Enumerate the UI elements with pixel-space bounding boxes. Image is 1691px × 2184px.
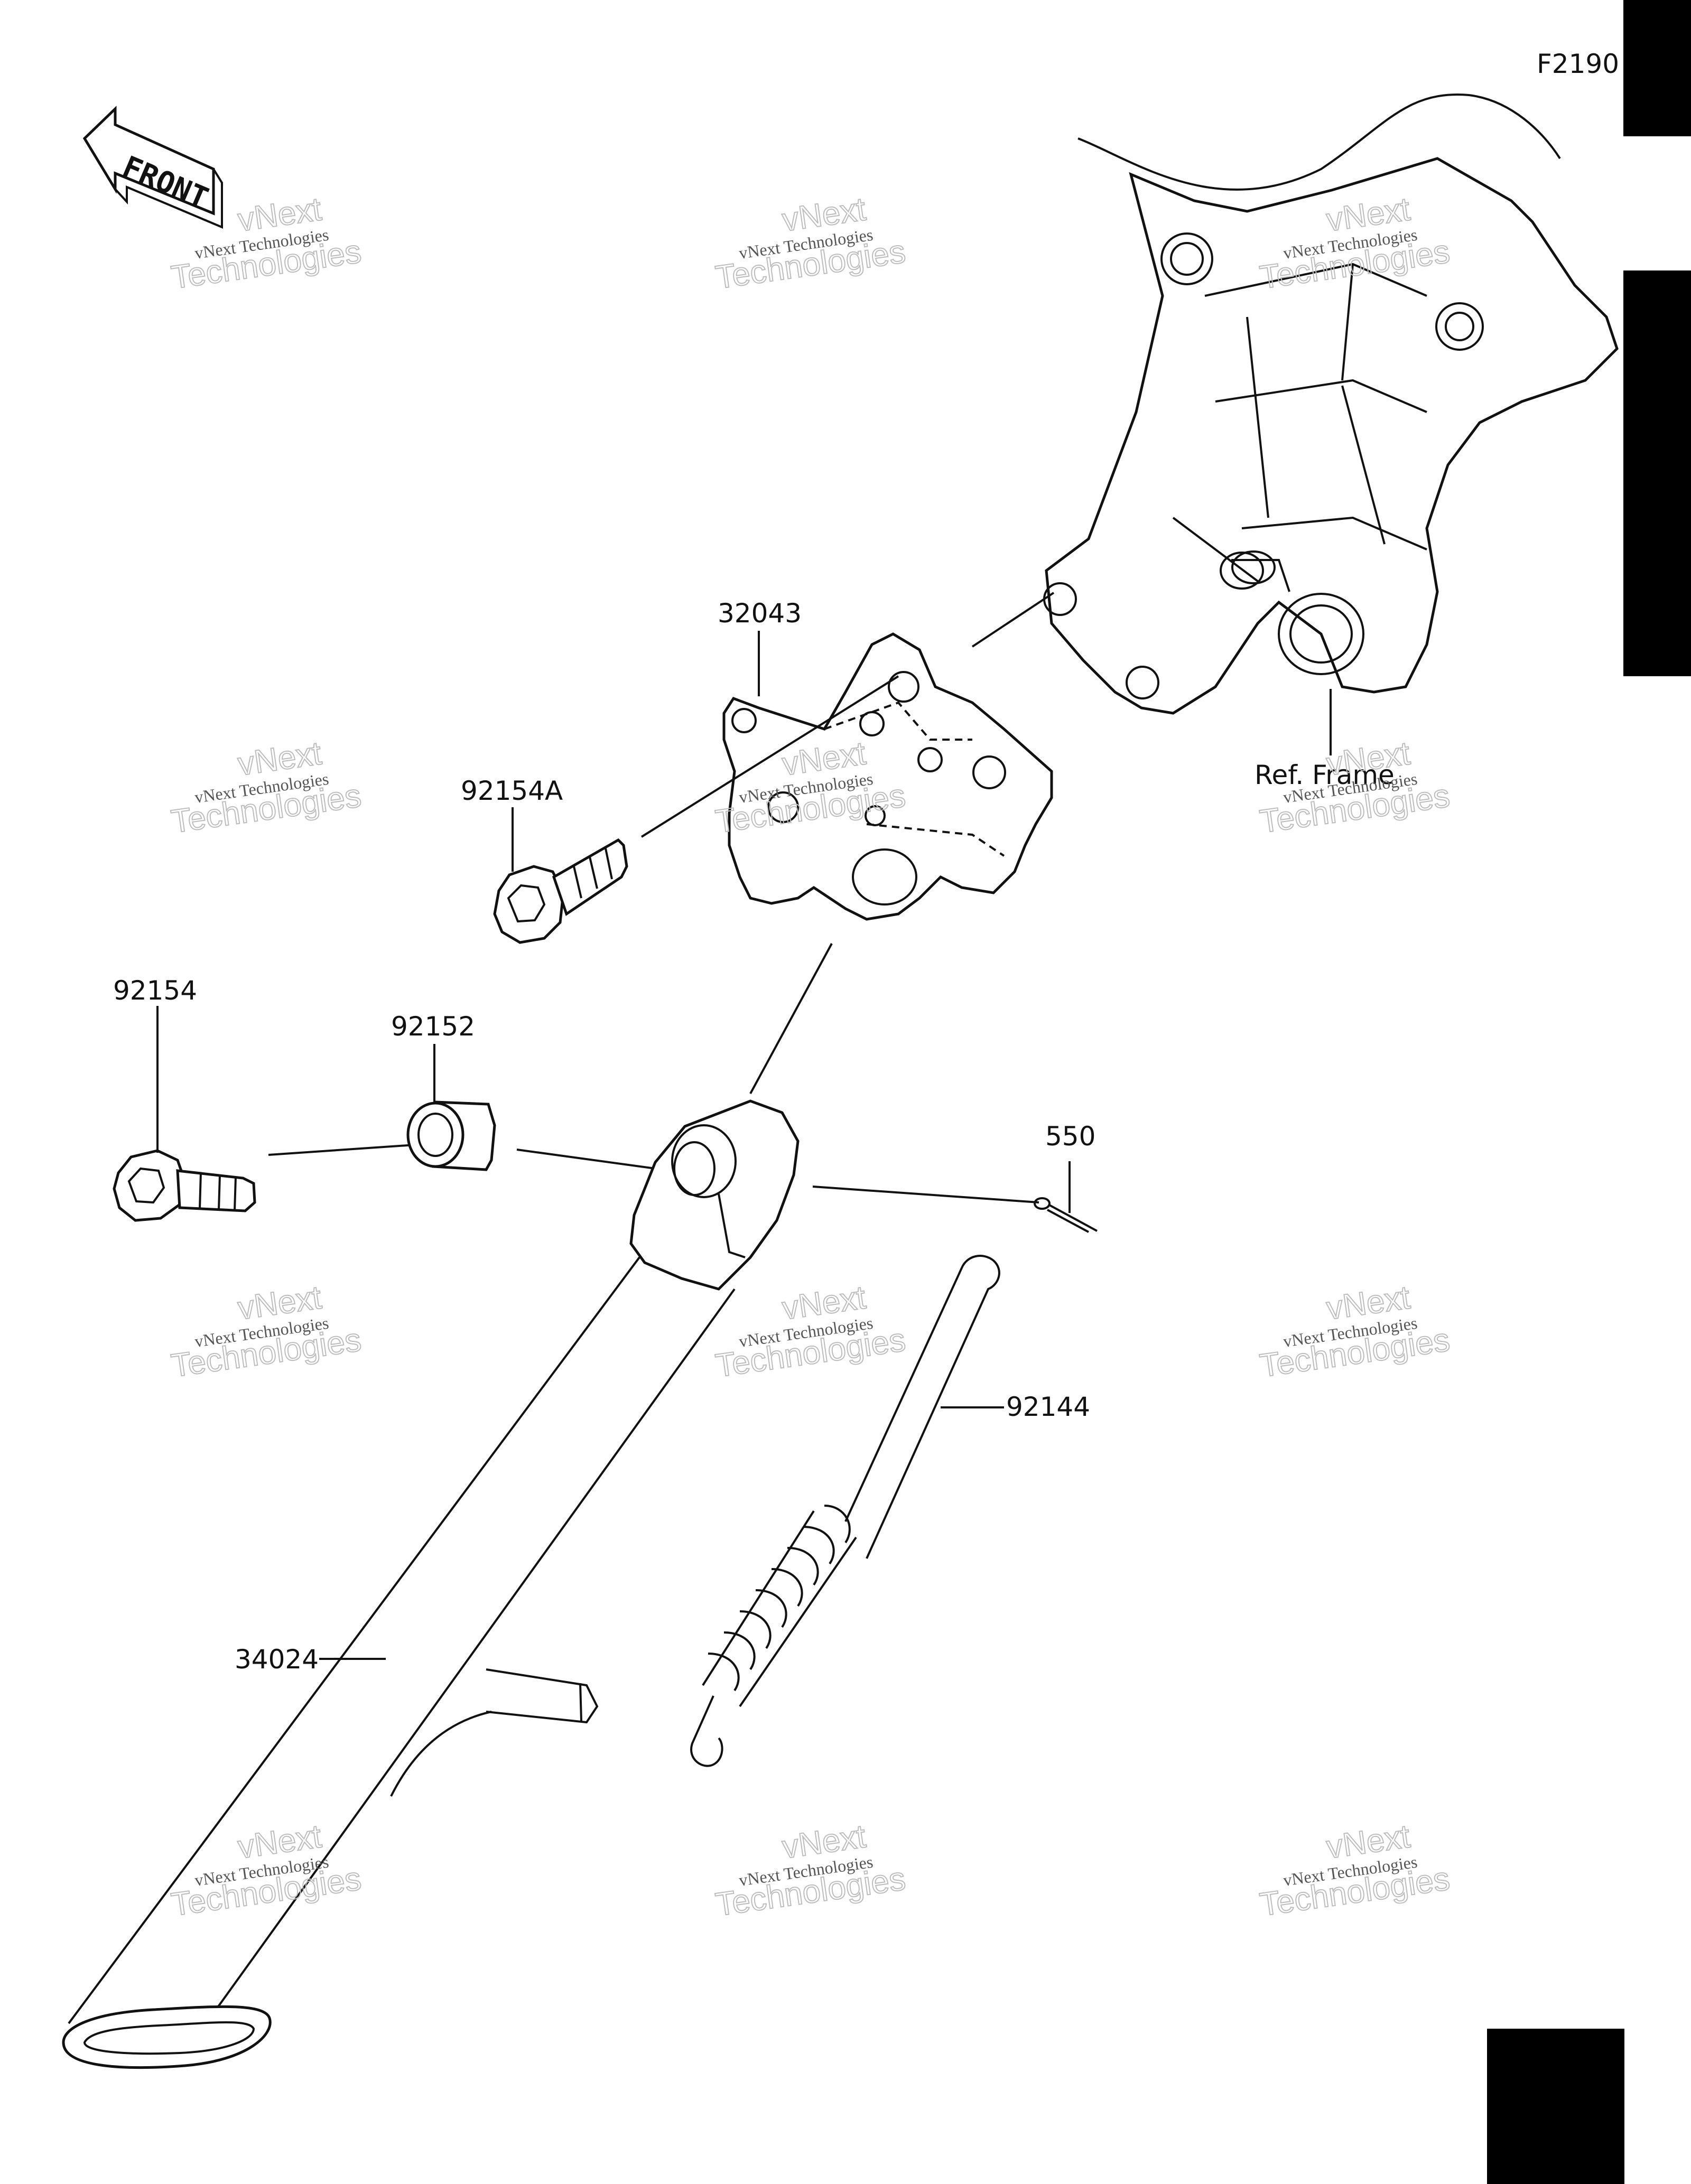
part-label-ref-frame: Ref. Frame bbox=[1255, 760, 1395, 790]
bolt-92154a-drawing bbox=[493, 838, 628, 944]
bolt-92154-drawing bbox=[113, 1149, 256, 1222]
assembly-line-bracket-frame bbox=[971, 592, 1055, 648]
index-tab-top bbox=[1623, 0, 1691, 136]
part-label-92154: 92154 bbox=[113, 975, 197, 1006]
part-label-550: 550 bbox=[1045, 1121, 1095, 1152]
ref-frame-drawing bbox=[1043, 94, 1619, 715]
part-label-92154a: 92154A bbox=[461, 776, 563, 806]
side-stand-34024-drawing bbox=[62, 1099, 800, 2069]
front-arrow-icon: FRONT bbox=[82, 106, 223, 229]
assembly-line-bolt-bracket bbox=[640, 675, 899, 838]
assembly-line-bracket-stand bbox=[749, 943, 833, 1094]
assembly-line-92154-collar bbox=[268, 1143, 423, 1156]
part-label-32043: 32043 bbox=[718, 598, 802, 629]
part-label-34024: 34024 bbox=[235, 1644, 319, 1675]
index-tab-bottom bbox=[1487, 2029, 1624, 2184]
collar-92152-drawing bbox=[406, 1100, 496, 1171]
cotter-pin-550-drawing bbox=[1034, 1197, 1098, 1233]
index-tab-middle bbox=[1623, 270, 1691, 676]
spring-92144-drawing bbox=[690, 1255, 1000, 1767]
part-label-92144: 92144 bbox=[1006, 1392, 1090, 1422]
assembly-line-collar-stand bbox=[516, 1149, 672, 1172]
diagram-code: F2190 bbox=[1537, 49, 1619, 79]
assembly-line-stand-pin bbox=[812, 1186, 1039, 1203]
part-label-92152: 92152 bbox=[391, 1011, 475, 1042]
bracket-32043-drawing bbox=[722, 632, 1053, 921]
